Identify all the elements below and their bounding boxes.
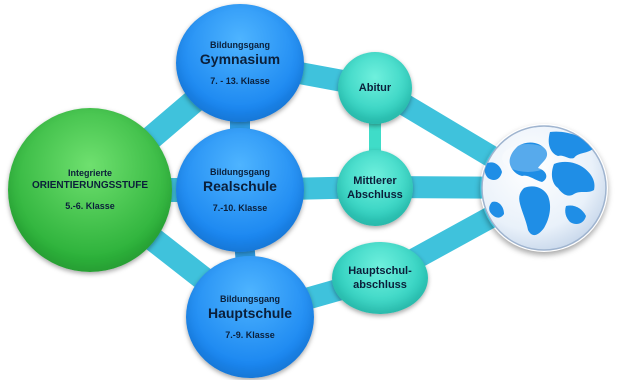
gymnasium-grades: 7. - 13. Klasse [210,75,270,86]
orientation-title: ORIENTIERUNGSSTUFE [31,180,149,191]
orientation-stage-node: Integrierte ORIENTIERUNGSSTUFE 5.-6. Kla… [8,108,172,272]
mittlerer-line2: Abschluss [347,189,403,201]
realschule-grades: 7.-10. Klasse [212,202,268,213]
orientation-line1: Integrierte [67,168,112,178]
hauptschulabschluss-node: Hauptschul- abschluss [332,242,428,314]
gymnasium-name: Gymnasium [199,50,281,67]
gymnasium-node: Bildungsgang Gymnasium 7. - 13. Klasse [176,4,304,122]
realschule-node: Bildungsgang Realschule 7.-10. Klasse [176,128,304,252]
mittlerer-line1: Mittlerer [353,175,397,187]
hauptschule-name: Hauptschule [207,304,292,321]
hauptschule-grades: 7.-9. Klasse [225,329,275,340]
globe-icon [480,124,608,252]
realschule-caption: Bildungsgang [210,166,270,177]
gymnasium-caption: Bildungsgang [210,39,270,50]
abitur-label: Abitur [358,82,392,94]
hauptschulabschluss-line2: abschluss [353,279,407,291]
hauptschulabschluss-line1: Hauptschul- [348,265,412,277]
hauptschule-node: Bildungsgang Hauptschule 7.-9. Klasse [186,256,314,378]
hauptschule-caption: Bildungsgang [220,293,280,304]
realschule-name: Realschule [203,177,277,194]
mittlerer-abschluss-node: Mittlerer Abschluss [337,150,413,226]
abitur-node: Abitur [338,52,412,124]
orientation-grades: 5.-6. Klasse [65,201,115,211]
